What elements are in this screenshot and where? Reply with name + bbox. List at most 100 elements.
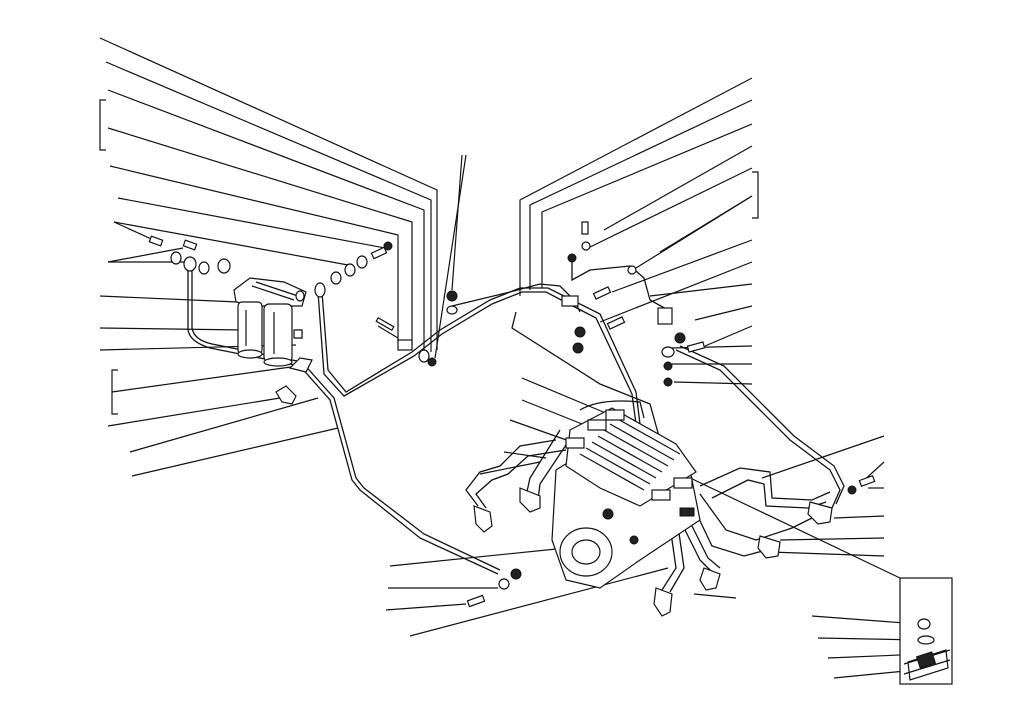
leader-line xyxy=(131,427,339,477)
leader-lines-top-right xyxy=(519,77,759,385)
inset-washer xyxy=(917,618,931,630)
washer xyxy=(627,265,637,275)
bolt xyxy=(148,235,164,247)
leader-line xyxy=(109,165,399,343)
nut xyxy=(446,290,458,302)
pump-drive-flange xyxy=(571,539,601,565)
banjo-union xyxy=(561,295,579,307)
leader-lines-top-left xyxy=(99,37,467,477)
pipe-bracket xyxy=(657,307,673,325)
leader-line xyxy=(694,305,753,321)
injector-pipe xyxy=(475,449,567,509)
fittings-left xyxy=(148,235,458,405)
washer xyxy=(170,251,182,265)
fuel-pipe xyxy=(711,479,827,509)
bolt xyxy=(370,246,388,260)
leader-line xyxy=(503,451,547,459)
leader-line xyxy=(603,145,753,231)
leader-line xyxy=(385,603,467,611)
union-fitting xyxy=(397,339,413,351)
group-bracket xyxy=(99,99,106,151)
leader-line xyxy=(693,593,737,599)
fuel-pipe xyxy=(187,270,499,575)
injector-nozzle xyxy=(473,505,493,533)
injector-nozzle xyxy=(757,535,781,559)
injector-pipe xyxy=(537,435,573,501)
fuel-filter-assembly xyxy=(233,277,307,367)
leader-line xyxy=(521,377,609,415)
fuel-pipe xyxy=(699,467,831,501)
inset-washer xyxy=(917,635,935,645)
leader-line xyxy=(479,461,541,475)
pump-outlet xyxy=(605,409,625,421)
injector-nozzles xyxy=(473,487,833,617)
fuel-pipe xyxy=(679,345,845,505)
fuel-pipe xyxy=(451,283,581,313)
detail-inset xyxy=(899,577,953,685)
bolt xyxy=(293,329,303,339)
fuel-pipe xyxy=(689,499,775,557)
washer xyxy=(198,261,210,275)
washer xyxy=(356,255,368,269)
inset-clip xyxy=(915,651,937,669)
leader-line xyxy=(833,515,885,519)
filter-detail xyxy=(255,281,299,297)
leader-line xyxy=(107,89,425,360)
nut xyxy=(510,568,522,580)
leader-line xyxy=(99,344,297,351)
leader-line xyxy=(541,123,753,288)
leader-line xyxy=(107,127,413,345)
leader-line xyxy=(529,99,753,290)
bolt xyxy=(466,594,486,608)
leader-line xyxy=(521,399,593,429)
bolt xyxy=(592,286,612,300)
pump-outlet xyxy=(587,419,607,431)
fuel-pipes xyxy=(187,262,845,593)
leader-line xyxy=(671,345,753,349)
filter-detail xyxy=(251,285,295,301)
leader-line xyxy=(434,154,467,359)
leader-line xyxy=(611,239,753,293)
pump-fins xyxy=(579,417,681,491)
bolt xyxy=(182,239,198,251)
injector-nozzle xyxy=(807,501,833,525)
nut xyxy=(567,253,577,263)
leader-line xyxy=(129,397,319,453)
bolt xyxy=(581,221,589,235)
washer xyxy=(847,485,857,495)
injector-nozzle xyxy=(699,567,721,591)
leader-line xyxy=(509,419,573,443)
fuel-pipe xyxy=(321,287,641,425)
filter-bowl-base xyxy=(237,349,263,359)
leader-line xyxy=(107,247,184,263)
bolt xyxy=(686,341,706,353)
washer xyxy=(217,258,231,274)
leader-line xyxy=(409,567,669,637)
leader-line xyxy=(105,61,432,352)
pump-port xyxy=(602,508,614,520)
washer xyxy=(183,256,197,272)
filter-bowl-right xyxy=(263,303,293,363)
leader-line xyxy=(389,547,567,567)
pump-outlet xyxy=(673,477,693,489)
pump-outlet xyxy=(565,437,585,449)
leader-line xyxy=(769,551,885,557)
leader-line xyxy=(649,283,753,297)
fuel-pipe xyxy=(571,262,669,311)
washer xyxy=(330,271,342,285)
washer xyxy=(314,282,326,298)
injector-pipe xyxy=(465,439,557,507)
leader-line xyxy=(117,197,386,249)
washer xyxy=(674,332,686,344)
leader-line xyxy=(587,167,753,249)
washer xyxy=(344,263,356,277)
nut xyxy=(574,326,586,338)
leader-line xyxy=(599,261,753,323)
pump-port xyxy=(629,535,639,545)
nut xyxy=(572,342,584,354)
bleed-screw xyxy=(375,316,395,332)
washer xyxy=(295,290,305,302)
leader-line xyxy=(673,381,753,385)
